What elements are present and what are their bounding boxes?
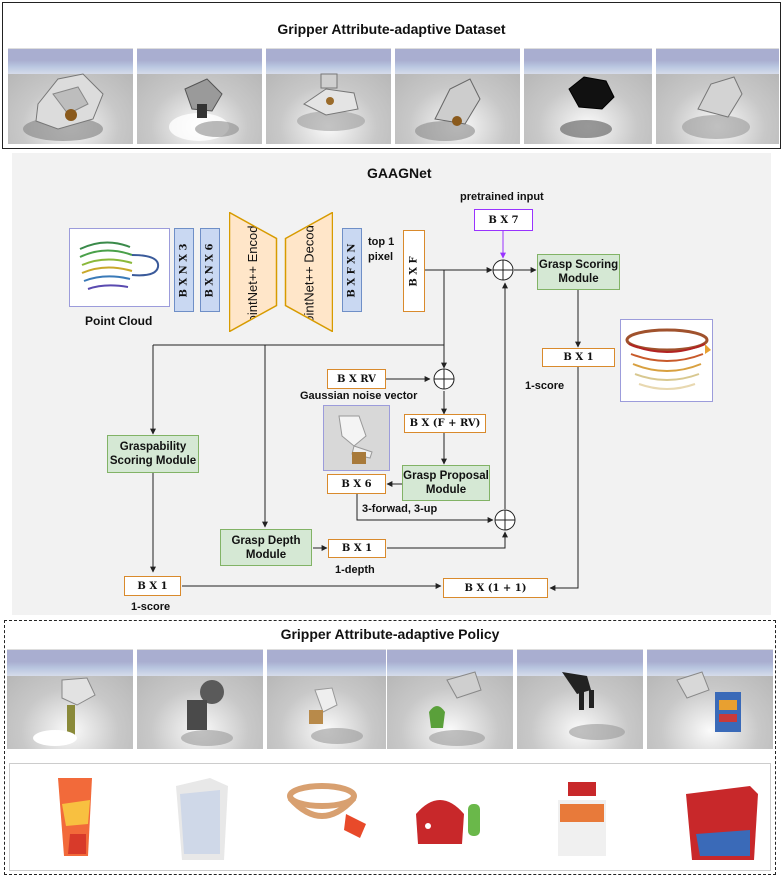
dataset-image-2	[137, 48, 262, 144]
policy-image-2	[137, 649, 263, 749]
dataset-image-5	[524, 48, 652, 144]
graspability-scoring-module: Graspability Scoring Module	[107, 435, 199, 473]
grasp-scoring-module: Grasp Scoring Module	[537, 254, 620, 290]
dataset-image-1	[8, 48, 133, 144]
dataset-image-6	[656, 48, 779, 144]
policy-panel: Gripper Attribute-adaptive Policy	[4, 620, 776, 875]
dim-bxrv: B X RV	[327, 369, 386, 389]
gaagnet-title: GAAGNet	[367, 165, 432, 181]
dataset-image-4	[395, 48, 520, 144]
dim-bx1-score: B X 1	[124, 576, 181, 596]
top1-pixel-label: top 1 pixel	[368, 236, 395, 263]
policy-image-3	[267, 649, 386, 749]
grasp-proposal-module: Grasp Proposal Module	[402, 465, 490, 501]
point-cloud-image	[69, 228, 170, 307]
dim-bxfxn: B X F X N	[342, 228, 362, 312]
basket-heatmap-image	[620, 319, 713, 402]
dim-bxnx3: B X N X 3	[174, 228, 194, 312]
heatmap-panel	[9, 763, 771, 871]
point-cloud-label: Point Cloud	[85, 314, 153, 328]
one-score-bottom-label: 1-score	[131, 601, 171, 613]
pretrained-input-label: pretrained input	[460, 191, 544, 203]
grasp-depth-module: Grasp Depth Module	[220, 529, 312, 566]
dataset-title: Gripper Attribute-adaptive Dataset	[277, 21, 506, 37]
forward-up-label: 3-forwad, 3-up	[362, 503, 438, 515]
dataset-panel: Gripper Attribute-adaptive Dataset	[2, 2, 781, 149]
policy-title: Gripper Attribute-adaptive Policy	[280, 626, 500, 642]
dataset-image-3	[266, 48, 391, 144]
one-score-right-label: 1-score	[525, 380, 565, 392]
trapezoid-outlines	[229, 212, 333, 332]
dim-bx6: B X 6	[327, 474, 386, 494]
policy-image-1	[7, 649, 133, 749]
gaussian-noise-label: Gaussian noise vector	[300, 390, 418, 402]
dim-bxfrv: B X (F + RV)	[404, 414, 486, 433]
policy-image-4	[387, 649, 513, 749]
policy-image-5	[517, 649, 643, 749]
gripper-image	[323, 405, 390, 471]
dim-bx7: B X 7	[474, 209, 533, 231]
dim-bx1-grasp: B X 1	[542, 348, 615, 367]
dim-bx11: B X (1 + 1)	[443, 578, 548, 598]
dim-bxnx6: B X N X 6	[200, 228, 220, 312]
dim-bx1-depth: B X 1	[328, 539, 386, 558]
policy-image-6	[647, 649, 773, 749]
one-depth-label: 1-depth	[335, 564, 375, 576]
dim-bxf: B X F	[403, 230, 425, 312]
